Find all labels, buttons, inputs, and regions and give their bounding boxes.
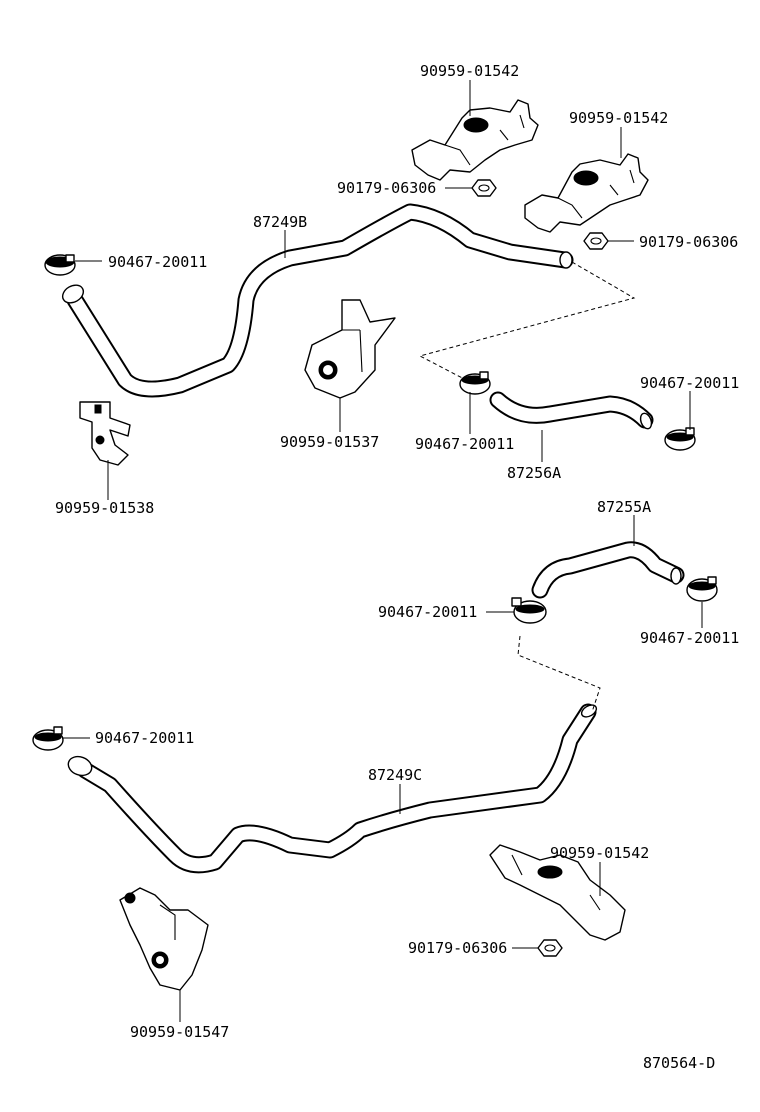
dashed-connector-upper <box>418 261 636 383</box>
bracket-01547-icon <box>119 887 209 991</box>
label-hose-87249b: 87249B <box>253 213 307 231</box>
label-nut-3: 90179-06306 <box>408 939 507 957</box>
clamp-lower-right-icon <box>686 576 718 602</box>
clamp-lower-center-icon <box>511 597 547 624</box>
label-nut-2: 90179-06306 <box>639 233 738 251</box>
label-bracket-01537: 90959-01537 <box>280 433 379 451</box>
nut-icon <box>537 939 563 957</box>
bracket-top-2-icon <box>524 153 649 233</box>
clamp-lower-left-icon <box>32 726 64 751</box>
label-top-bracket-2: 90959-01542 <box>569 109 668 127</box>
label-top-bracket-1: 90959-01542 <box>420 62 519 80</box>
nut-icon <box>583 232 609 250</box>
leader-lines <box>63 80 703 1022</box>
label-nut-1: 90179-06306 <box>337 179 436 197</box>
hose-87249b <box>61 203 574 398</box>
clamp-top-left-icon <box>44 254 76 276</box>
label-clamp-lower-right: 90467-20011 <box>640 629 739 647</box>
label-clamp-mid-right: 90467-20011 <box>640 374 739 392</box>
label-bracket-01547: 90959-01547 <box>130 1023 229 1041</box>
label-bracket-01538: 90959-01538 <box>55 499 154 517</box>
dashed-connector-lower <box>517 635 601 713</box>
label-bottom-bracket: 90959-01542 <box>550 844 649 862</box>
label-clamp-mid-center: 90467-20011 <box>415 435 514 453</box>
hose-87256a <box>489 391 654 430</box>
bracket-01538-icon <box>79 401 131 466</box>
hose-87249c <box>67 703 598 874</box>
label-clamp-lower-center: 90467-20011 <box>378 603 477 621</box>
hose-87255a <box>531 541 685 599</box>
bracket-top-1-icon <box>411 99 539 181</box>
label-clamp-lower-left: 90467-20011 <box>95 729 194 747</box>
label-hose-87249c: 87249C <box>368 766 422 784</box>
label-clamp-top-left: 90467-20011 <box>108 253 207 271</box>
label-hose-87255a: 87255A <box>597 498 651 516</box>
label-hose-87256a: 87256A <box>507 464 561 482</box>
diagram-code: 870564-D <box>643 1054 715 1072</box>
clamp-mid-center-icon <box>459 371 491 395</box>
bracket-01537-icon <box>304 299 396 399</box>
bracket-bottom-icon <box>489 844 626 941</box>
nut-icon <box>471 179 497 197</box>
clamp-mid-right-icon <box>664 427 696 451</box>
